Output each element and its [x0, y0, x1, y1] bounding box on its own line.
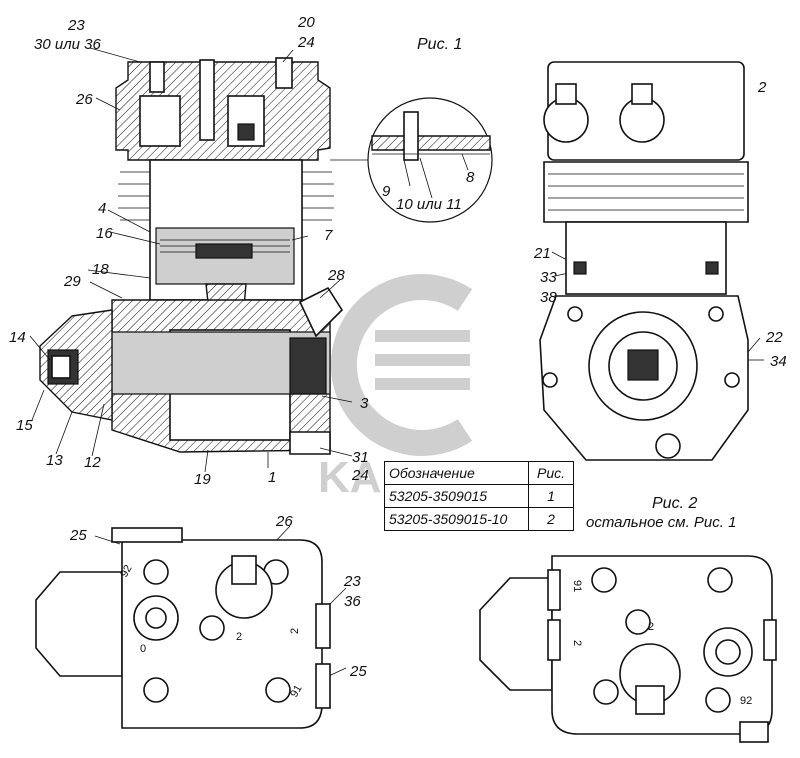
callout-10-or-11: 10 или 11: [396, 196, 462, 213]
callout-26: 26: [75, 91, 93, 108]
plate-view-left: [35, 527, 331, 729]
plate-mark-2b: 2: [289, 628, 301, 634]
callout-33: 33: [540, 269, 557, 286]
row-fig: 1: [528, 484, 574, 508]
callout-36: 36: [344, 593, 361, 610]
figure1-caption: Рис. 1: [417, 36, 462, 53]
callout-23b: 23: [343, 573, 361, 590]
callout-21: 21: [533, 245, 551, 262]
plate-view-right: [479, 555, 777, 743]
figure2-note: остальное см. Рис. 1: [586, 514, 736, 531]
callout-38: 38: [540, 289, 557, 306]
callout-14: 14: [9, 329, 26, 346]
callout-24b: 24: [351, 467, 369, 484]
callout-19: 19: [194, 471, 211, 488]
callout-25b: 25: [349, 663, 367, 680]
section-view: [39, 57, 344, 455]
callout-34: 34: [770, 353, 787, 370]
callout-8: 8: [466, 169, 475, 186]
plate-mark-91b: 91: [571, 580, 583, 592]
row-fig: 2: [528, 507, 574, 531]
callout-4: 4: [98, 200, 106, 217]
callout-3: 3: [360, 395, 369, 412]
table-row: 53205-3509015-10 2: [384, 507, 574, 531]
row-designation: 53205-3509015: [384, 484, 529, 508]
row-designation: 53205-3509015-10: [384, 507, 529, 531]
plate-mark-0: 0: [140, 643, 146, 655]
callout-25: 25: [69, 527, 87, 544]
table-header-row: Обозначение Рис.: [384, 461, 574, 485]
callout-18: 18: [92, 261, 109, 278]
callout-1: 1: [268, 469, 276, 486]
table-row: 53205-3509015 1: [384, 484, 574, 508]
callout-16: 16: [96, 225, 113, 242]
header-designation: Обозначение: [384, 461, 529, 485]
callout-2: 2: [757, 79, 767, 96]
plate-mark-92: 92: [118, 563, 135, 580]
callout-30-or-36: 30 или 36: [34, 36, 102, 53]
header-fig: Рис.: [528, 461, 574, 485]
plate-mark-2: 2: [236, 631, 242, 643]
callout-12: 12: [84, 454, 101, 471]
callout-13: 13: [46, 452, 63, 469]
plate-mark-91: 91: [288, 683, 305, 700]
callout-9: 9: [382, 183, 391, 200]
figure2-caption: Рис. 2: [652, 495, 697, 512]
callout-15: 15: [16, 417, 33, 434]
callout-28: 28: [327, 267, 345, 284]
plate-mark-92b: 92: [740, 695, 752, 707]
callout-23: 23: [67, 17, 85, 34]
callout-29: 29: [63, 273, 81, 290]
designation-table: Обозначение Рис. 53205-3509015 1 53205-3…: [384, 461, 574, 531]
callout-20: 20: [297, 14, 315, 31]
callout-22: 22: [765, 329, 783, 346]
callout-26b: 26: [275, 513, 293, 530]
callout-24: 24: [297, 34, 315, 51]
callout-31: 31: [352, 449, 369, 466]
front-view: [539, 61, 749, 461]
plate-mark-2d: 2: [648, 621, 654, 633]
detail-inset: [330, 97, 493, 223]
plate-mark-2c: 2: [571, 640, 583, 646]
callout-7: 7: [324, 227, 333, 244]
